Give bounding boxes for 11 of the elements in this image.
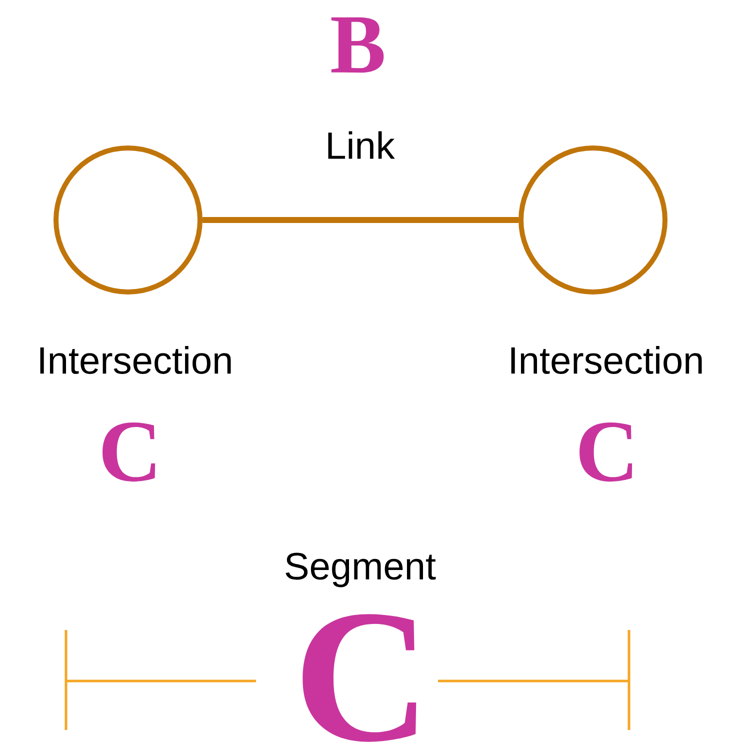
letter-label: C — [102, 422, 156, 482]
letter-label: C — [580, 422, 632, 482]
intersection-label: Intersection — [511, 346, 702, 374]
intersection-label: Intersection — [40, 346, 231, 374]
letter-label: B — [331, 17, 384, 73]
letter-label: C — [302, 614, 416, 742]
intersection-circle — [518, 146, 668, 294]
link-line — [202, 217, 518, 223]
segment-label: Segment — [286, 552, 436, 588]
intersection-circle — [54, 146, 202, 294]
edge-label: Link — [324, 130, 396, 160]
